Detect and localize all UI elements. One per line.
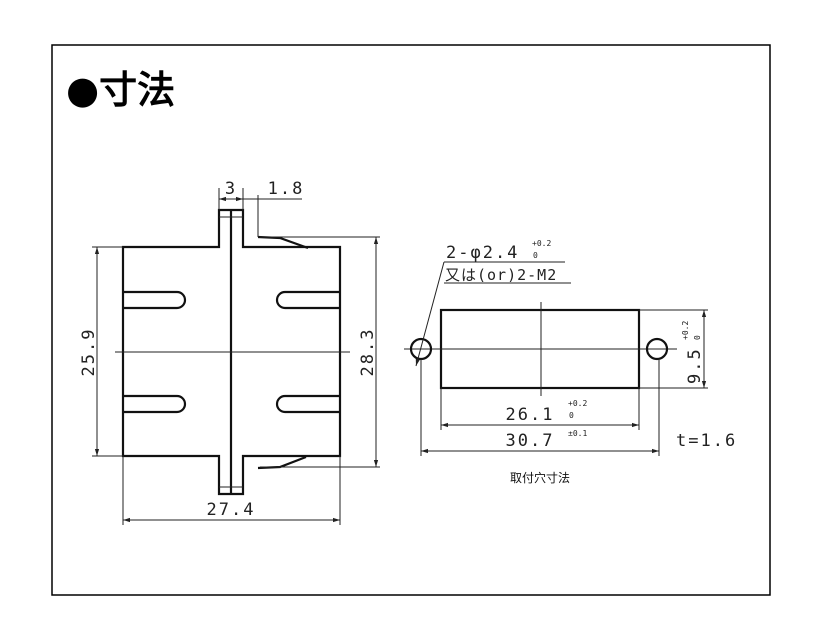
dim-flange-width: 3: [225, 179, 237, 199]
cutout-caption: 取付穴寸法: [510, 470, 570, 485]
dim-cutout-width: 26.1: [506, 405, 555, 425]
cutout-width-tol-minus: 0: [569, 411, 574, 420]
dim-body-width: 27.4: [207, 500, 256, 520]
mount-hole-right: [645, 337, 669, 361]
hole-spec: 2-φ2.4: [446, 243, 519, 263]
cutout-height-tol-minus: 0: [693, 335, 702, 340]
dim-cutout-height: 9.5: [685, 347, 705, 384]
hole-tol-minus: 0: [533, 251, 538, 260]
dim-hole-pitch: 30.7: [506, 431, 555, 451]
section-title: ●寸法: [66, 68, 175, 112]
adapter-front-view: 3 1.8 25.9 28.3 27.4: [79, 179, 380, 525]
dim-body-height: 25.9: [79, 328, 99, 377]
cutout-height-tol-plus: +0.2: [681, 321, 690, 340]
thickness-label: t=1.6: [676, 431, 737, 451]
latch-bottom: [257, 455, 307, 470]
slots: [123, 290, 340, 414]
frame: [51, 44, 771, 596]
dim-latch-offset: 1.8: [268, 179, 305, 199]
hole-spec-alt: 又は(or)2-M2: [445, 266, 557, 284]
hole-tol-plus: +0.2: [532, 239, 551, 248]
cutout-width-tol-plus: +0.2: [568, 399, 587, 408]
dim-overall-height: 28.3: [358, 328, 378, 377]
panel-cutout-view: 2-φ2.4 +0.2 0 又は(or)2-M2 9.5 +0.2 0 26.1…: [404, 239, 737, 485]
pitch-tol: ±0.1: [568, 429, 587, 438]
